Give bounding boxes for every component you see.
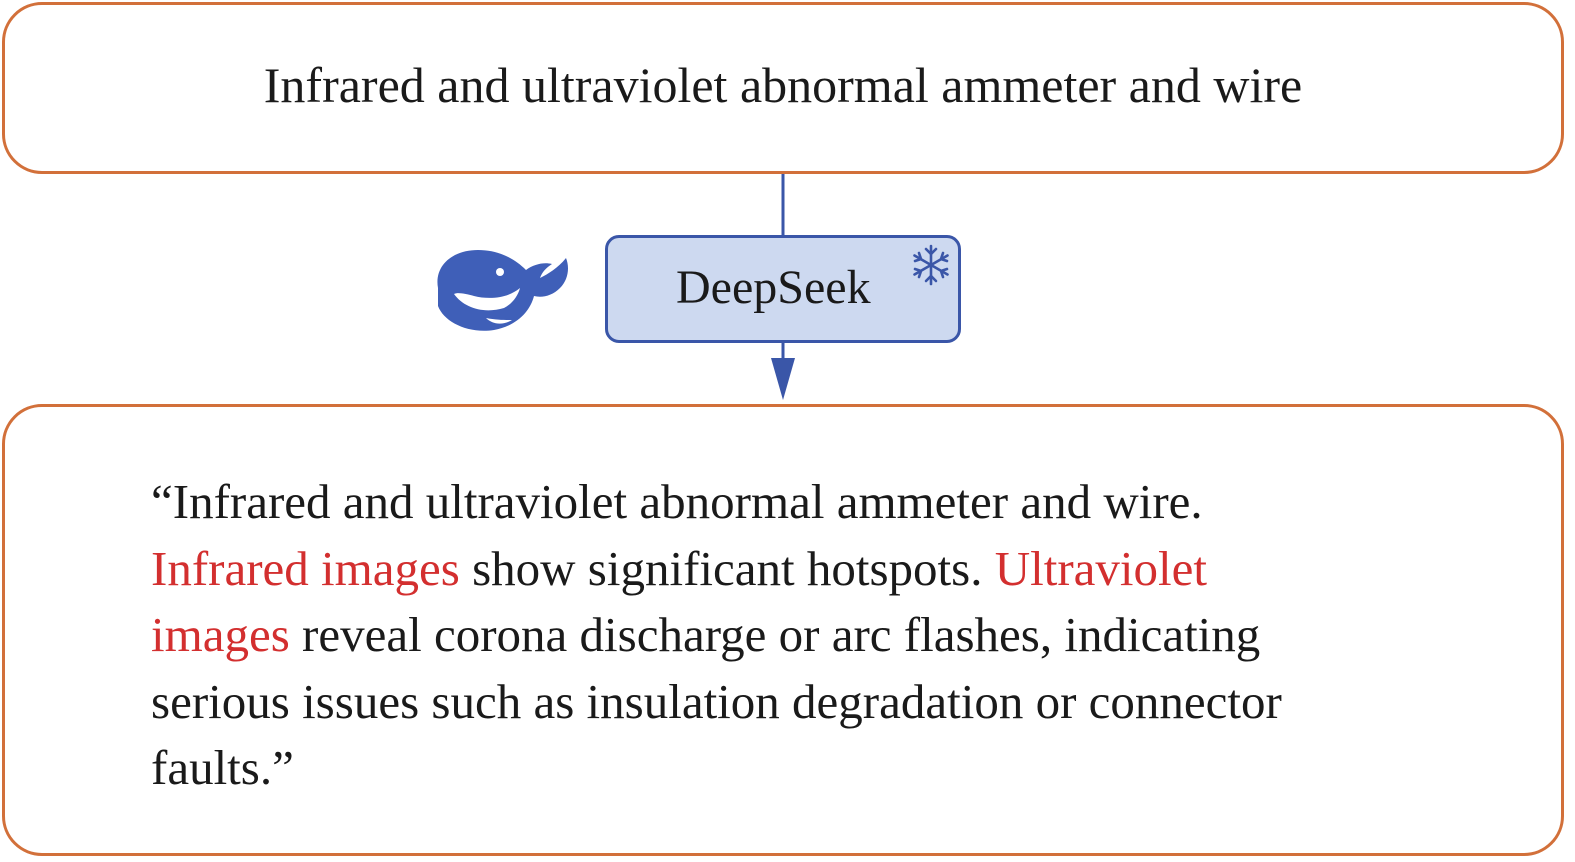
deepseek-model-box: DeepSeek bbox=[605, 235, 961, 343]
output-box: “Infrared and ultraviolet abnormal ammet… bbox=[2, 404, 1564, 856]
output-line: serious issues such as insulation degrad… bbox=[151, 673, 1282, 729]
deepseek-whale-icon bbox=[437, 250, 568, 331]
input-box: Infrared and ultraviolet abnormal ammete… bbox=[2, 2, 1564, 174]
output-segment: reveal corona discharge or arc flashes, … bbox=[289, 607, 1261, 662]
model-label: DeepSeek bbox=[676, 261, 871, 314]
arrow-head bbox=[771, 358, 795, 400]
input-text: Infrared and ultraviolet abnormal ammete… bbox=[263, 57, 1303, 113]
highlight-images: images bbox=[151, 607, 290, 662]
output-text: “Infrared and ultraviolet abnormal ammet… bbox=[151, 469, 1471, 802]
output-line: “Infrared and ultraviolet abnormal ammet… bbox=[151, 474, 1203, 529]
highlight-infrared-images: Infrared images bbox=[151, 540, 460, 596]
output-line: faults.” bbox=[151, 740, 294, 795]
highlight-ultraviolet: Ultraviolet bbox=[994, 540, 1208, 596]
output-segment: show significant hotspots. bbox=[459, 540, 995, 596]
output-line: images reveal corona discharge or arc fl… bbox=[151, 602, 1471, 669]
snowflake-icon bbox=[913, 244, 949, 286]
output-line: Infrared images show significant hotspot… bbox=[151, 536, 1471, 603]
